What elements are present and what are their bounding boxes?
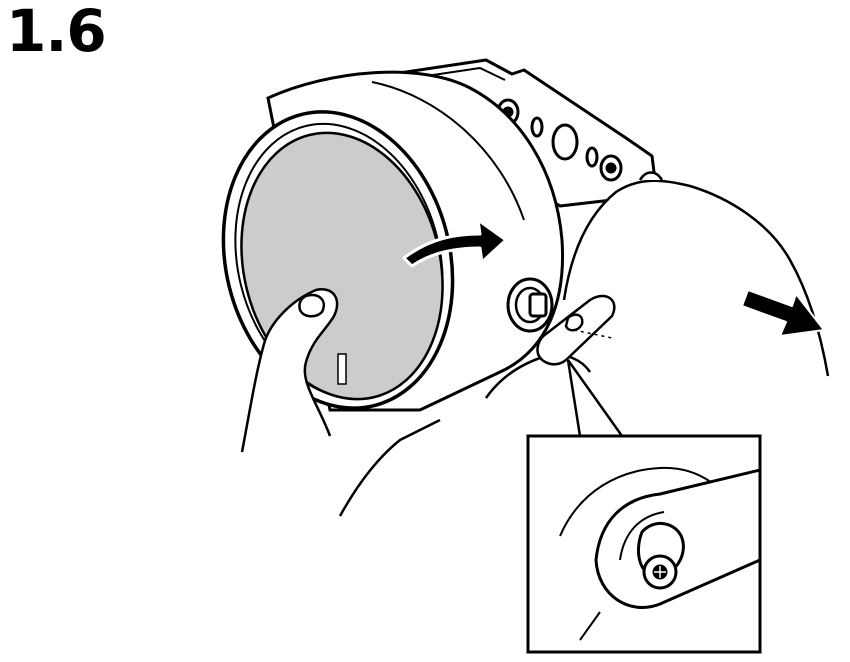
side-knob [506,277,554,333]
step-number: 1.6 [6,0,107,65]
right-hand [484,171,830,399]
curved-arrow-right-icon [402,218,508,268]
callout-connector [566,329,624,437]
detail-inset [526,434,762,654]
arrow-down-right-icon [741,289,825,337]
left-hand [240,288,441,517]
